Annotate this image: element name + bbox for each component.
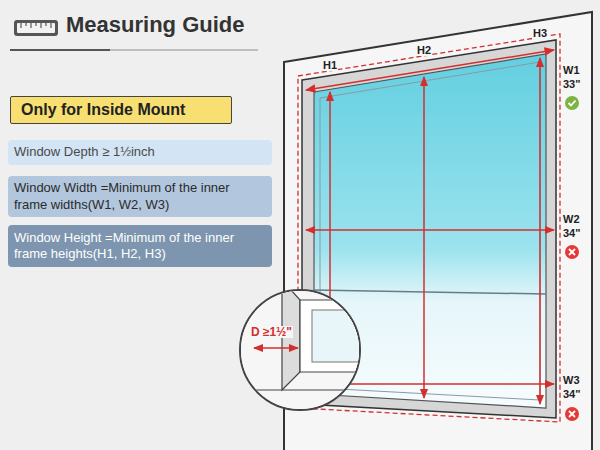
measure-lines (306, 50, 554, 404)
dimension-value: 33" (562, 78, 581, 90)
height-label: H1 (322, 59, 338, 71)
dimension-value: 34" (562, 227, 581, 239)
box-text: Only for Inside Mount (21, 100, 185, 120)
mount-tag: Only for Inside Mount (10, 96, 232, 124)
rule-box: Window Depth ≥ 1½inch (8, 140, 272, 165)
box-text: Window Width =Minimum of the inner frame… (14, 180, 266, 213)
check-icon (565, 96, 579, 110)
window-recess (302, 40, 556, 418)
box-text-group: Window Depth ≥ 1½inch (14, 144, 155, 160)
measure-outline (298, 34, 560, 422)
width-label: W2 (562, 213, 581, 225)
depth-label: D ≥1½" (250, 326, 293, 338)
title-rule (10, 49, 258, 51)
height-label: H3 (532, 27, 548, 39)
box-text: Window Depth ≥ 1½inch (14, 144, 155, 160)
box-text-group: Window Width =Minimum of the inner frame… (14, 180, 266, 213)
width-label: W3 (562, 374, 581, 386)
zoom-detail (230, 280, 392, 420)
page-title: Measuring Guide (66, 12, 244, 38)
height-label: H2 (416, 44, 432, 56)
rule-box: Window Height =Minimum of the inner fram… (8, 225, 272, 267)
tape-icon (14, 20, 58, 36)
rule-box: Window Width =Minimum of the inner frame… (8, 176, 272, 217)
box-text-group: Only for Inside Mount (21, 100, 185, 120)
width-label: W1 (562, 64, 581, 76)
cross-icon (565, 245, 579, 259)
title-rule-accent (10, 49, 110, 51)
box-text: Window Height =Minimum of the inner fram… (14, 230, 266, 263)
box-text-group: Window Height =Minimum of the inner fram… (14, 230, 266, 263)
dimension-value: 34" (562, 388, 581, 400)
cross-icon (565, 407, 579, 421)
sash-rail (314, 290, 546, 294)
